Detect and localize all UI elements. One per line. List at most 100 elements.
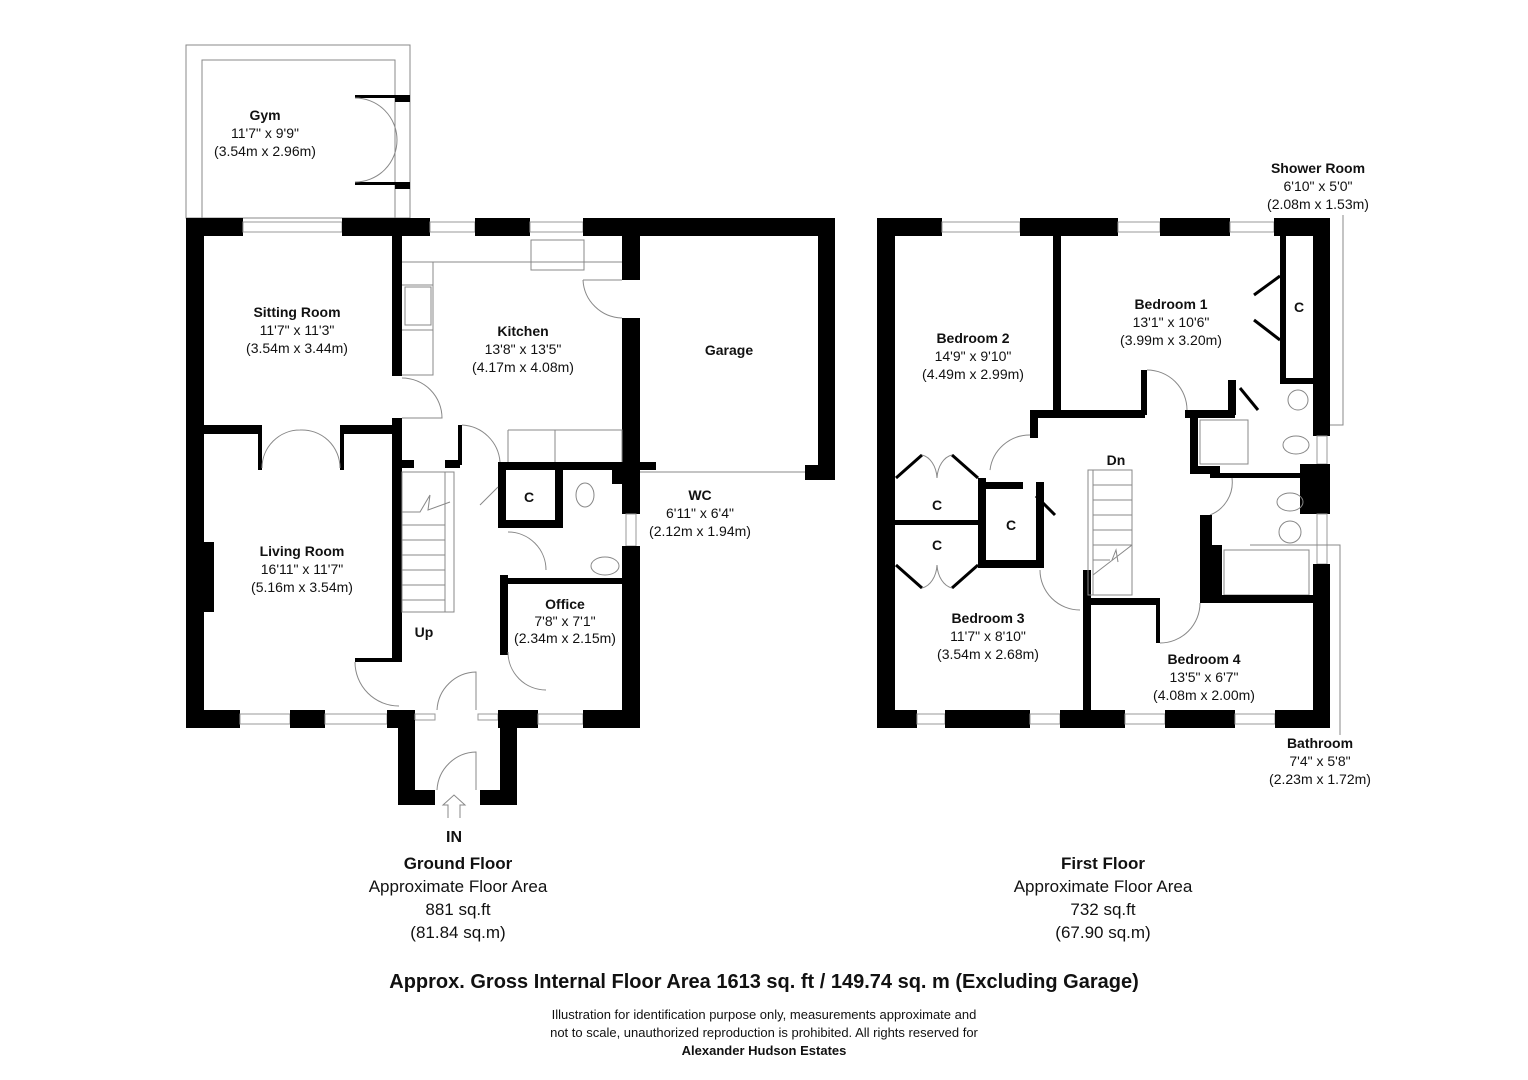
wall [583, 218, 835, 236]
hob-icon [404, 286, 432, 326]
wall [622, 318, 640, 486]
room-dims-imperial: 13'1" x 10'6" [1133, 314, 1210, 330]
room-label-living-room: Living Room 16'11" x 11'7" (5.16m x 3.54… [251, 543, 353, 595]
wall [818, 218, 835, 480]
door-swing [461, 424, 501, 463]
room-dims-imperial: 6'11" x 6'4" [666, 505, 734, 521]
room-dims-imperial: 7'4" x 5'8" [1289, 753, 1350, 769]
wall [340, 425, 344, 470]
wall [392, 418, 402, 660]
door-swing [354, 661, 400, 707]
chimney-breast [204, 542, 214, 612]
window [429, 221, 476, 233]
wall [398, 790, 435, 805]
room-name: Kitchen [497, 323, 548, 339]
window [1229, 221, 1275, 233]
wall [1030, 410, 1038, 438]
room-dims-imperial: 11'7" x 11'3" [260, 322, 335, 338]
room-label-bedroom-4: Bedroom 4 13'5" x 6'7" (4.08m x 2.00m) [1153, 651, 1255, 703]
window [1234, 713, 1276, 725]
wall [1185, 410, 1235, 418]
disclaimer-line-1: Illustration for identification purpose … [552, 1007, 977, 1022]
door-swing [507, 651, 547, 691]
wall [978, 560, 1044, 568]
closet-label: C [932, 497, 942, 513]
wall [395, 95, 410, 102]
wall [498, 520, 563, 528]
wall [622, 484, 640, 514]
closet-door [479, 486, 499, 506]
room-dims-metric: (3.99m x 3.20m) [1120, 332, 1222, 348]
wall [583, 710, 640, 728]
wall [1141, 370, 1147, 415]
toilet-icon [1282, 435, 1310, 455]
door-swing [1159, 602, 1201, 644]
wall [1083, 570, 1091, 728]
wall [402, 460, 414, 468]
wall [258, 425, 262, 470]
floor-title: First Floor [1061, 854, 1145, 873]
wall [186, 710, 240, 728]
room-name: Bedroom 1 [1134, 296, 1207, 312]
window [1117, 221, 1161, 233]
room-name: Bathroom [1287, 735, 1353, 751]
wall [983, 482, 1023, 489]
wall [805, 465, 835, 480]
room-dims-metric: (3.54m x 3.44m) [246, 340, 348, 356]
room-label-bedroom-3: Bedroom 3 11'7" x 8'10" (3.54m x 2.68m) [937, 610, 1039, 662]
door-swing [436, 671, 477, 711]
room-dims-metric: (4.08m x 2.00m) [1153, 687, 1255, 703]
floor-area-sqm: (81.84 sq.m) [410, 923, 505, 942]
room-dims-metric: (2.12m x 1.94m) [649, 523, 751, 539]
floor-title: Ground Floor [404, 854, 513, 873]
door-swing [1209, 477, 1233, 516]
wall [204, 425, 262, 434]
first-floor-summary: First Floor Approximate Floor Area 732 s… [1014, 854, 1193, 942]
wall [1212, 545, 1222, 600]
window [1029, 713, 1061, 725]
room-name: Bedroom 2 [936, 330, 1009, 346]
wall [877, 218, 895, 728]
wall [500, 575, 508, 655]
wall [1053, 236, 1061, 414]
room-dims-metric: (2.23m x 1.72m) [1269, 771, 1371, 787]
room-dims-imperial: 7'8" x 7'1" [534, 613, 595, 629]
wall [612, 470, 640, 484]
floor-area-sqft: 881 sq.ft [425, 900, 490, 919]
room-dims-metric: (3.54m x 2.96m) [214, 143, 316, 159]
floor-area-label: Approximate Floor Area [369, 877, 548, 896]
entrance-arrow-icon [441, 794, 467, 818]
room-label-bedroom-1: Bedroom 1 13'1" x 10'6" (3.99m x 3.20m) [1120, 296, 1222, 348]
basin-icon [1287, 389, 1309, 411]
shower-room-leader-line [1330, 215, 1344, 426]
window [529, 221, 584, 233]
room-name: Living Room [260, 543, 345, 559]
entrance-label: IN [446, 829, 462, 846]
room-dims-metric: (4.17m x 4.08m) [472, 359, 574, 375]
wall [1190, 466, 1220, 474]
window [916, 713, 946, 725]
room-label-garage: Garage [705, 342, 753, 358]
wall [500, 720, 517, 805]
room-label-wc: WC 6'11" x 6'4" (2.12m x 1.94m) [649, 487, 751, 539]
closet-door-swings [921, 454, 953, 589]
wall [398, 720, 415, 805]
wall [342, 218, 430, 236]
window [239, 713, 291, 725]
stairs-down-label: Dn [1107, 452, 1126, 468]
wall [1210, 473, 1300, 478]
wall [1280, 378, 1313, 384]
stairs-up-label: Up [415, 624, 434, 640]
room-name: Shower Room [1271, 160, 1365, 176]
room-name: Gym [249, 107, 280, 123]
door-swing [1039, 569, 1081, 611]
wall [395, 182, 410, 189]
wall [355, 95, 395, 98]
window [625, 513, 637, 547]
wall [355, 182, 395, 185]
ground-floor-plan [185, 44, 835, 818]
room-label-shower-room: Shower Room 6'10" x 5'0" (2.08m x 1.53m) [1267, 160, 1369, 212]
wall [475, 218, 530, 236]
wall [355, 658, 402, 662]
wall [1060, 710, 1125, 728]
